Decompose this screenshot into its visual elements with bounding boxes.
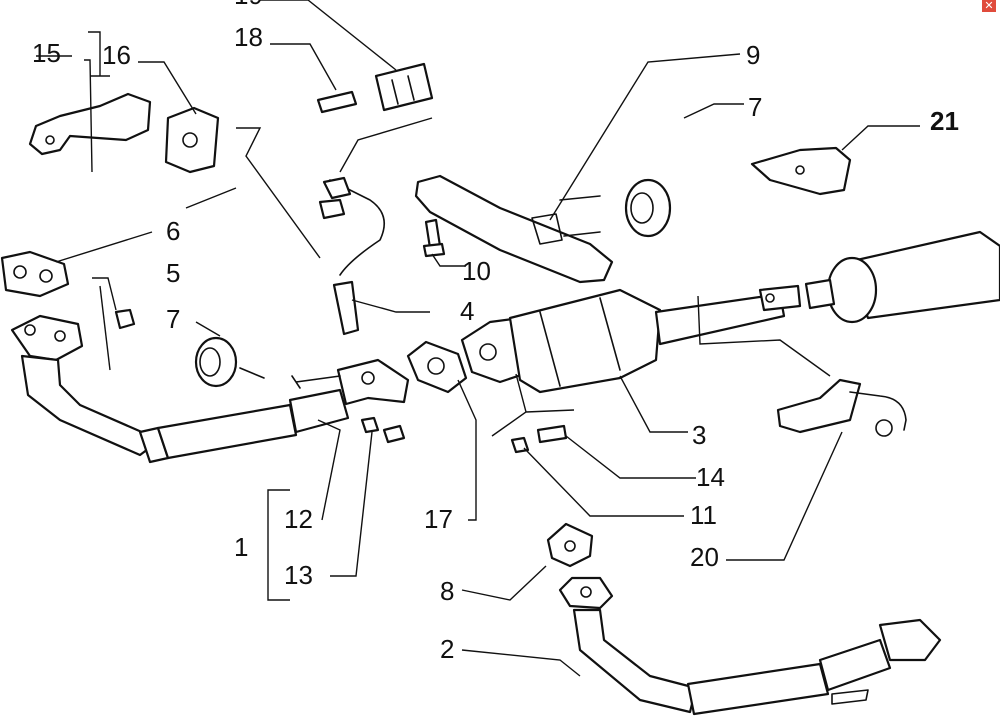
part-bolt-13 bbox=[382, 424, 406, 444]
part-rubber-mount-7b bbox=[624, 178, 672, 238]
callout-7b: 7 bbox=[748, 92, 762, 122]
part-bracket-20 bbox=[776, 378, 907, 437]
callout-15: 15 bbox=[32, 38, 61, 68]
part-gasket-6 bbox=[0, 250, 70, 298]
callout-17: 17 bbox=[424, 504, 453, 534]
callout-13: 13 bbox=[284, 560, 313, 590]
part-bolt-14 bbox=[536, 424, 568, 444]
part-lambda-sensor-4 bbox=[318, 176, 386, 336]
part-bracket-16 bbox=[164, 106, 220, 174]
callout-18: 18 bbox=[234, 22, 263, 52]
callout-4: 4 bbox=[460, 296, 474, 326]
part-catalytic-converter-3 bbox=[460, 284, 802, 394]
part-heat-shield-9 bbox=[414, 174, 614, 284]
callout-11: 11 bbox=[690, 500, 717, 530]
part-bracket-15 bbox=[28, 92, 152, 156]
callout-12: 12 bbox=[284, 504, 313, 534]
part-connector-19 bbox=[374, 62, 434, 112]
part-hanger-21 bbox=[750, 146, 852, 196]
leader-lines bbox=[36, 0, 920, 677]
callout-7a: 7 bbox=[166, 304, 180, 334]
callout-2: 2 bbox=[440, 634, 454, 664]
part-nut-5 bbox=[114, 308, 136, 330]
callout-19: 19 bbox=[234, 0, 263, 10]
callout-5: 5 bbox=[166, 258, 180, 288]
callout-14: 14 bbox=[696, 462, 725, 492]
part-gasket-17 bbox=[406, 340, 468, 394]
part-front-pipe-2 bbox=[558, 576, 942, 716]
callout-20: 20 bbox=[690, 542, 719, 572]
callout-8: 8 bbox=[440, 576, 454, 606]
part-rubber-mount-7a bbox=[194, 336, 265, 388]
callout-3: 3 bbox=[692, 420, 706, 450]
callout-6: 6 bbox=[166, 216, 180, 246]
part-nut-12 bbox=[360, 416, 380, 434]
rear-silencer bbox=[804, 230, 1000, 324]
callout-10: 10 bbox=[462, 256, 491, 286]
close-icon[interactable]: ✕ bbox=[982, 0, 996, 12]
callout-9: 9 bbox=[746, 40, 760, 70]
part-clip-18 bbox=[316, 90, 358, 114]
part-front-pipe-1 bbox=[10, 314, 410, 464]
callout-21: 21 bbox=[930, 106, 959, 136]
part-bolt-10 bbox=[422, 218, 446, 258]
callout-16: 16 bbox=[102, 40, 131, 70]
callout-1: 1 bbox=[234, 532, 248, 562]
part-gasket-8 bbox=[546, 522, 594, 568]
